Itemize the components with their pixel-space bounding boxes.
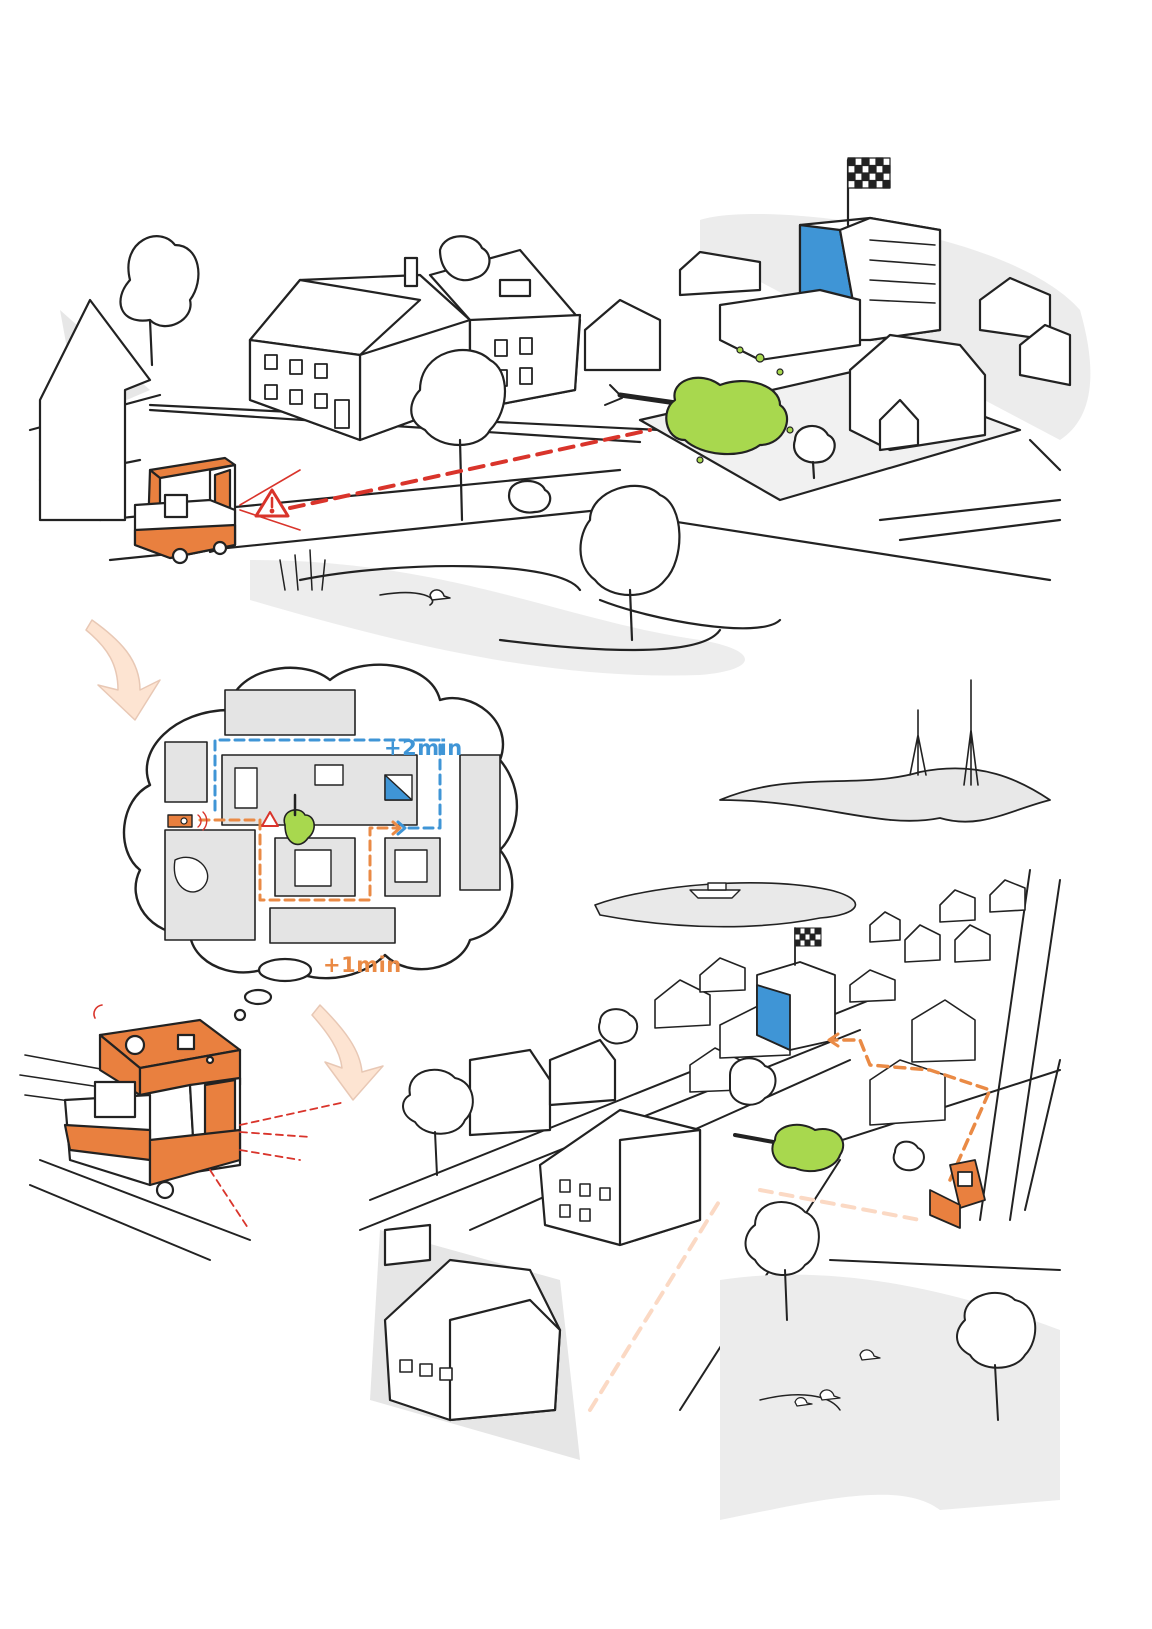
radio-tower-icon bbox=[909, 679, 979, 786]
bottom-scene bbox=[359, 679, 1061, 1520]
top-scene bbox=[28, 157, 1091, 676]
orange-route-bottom bbox=[828, 1038, 992, 1182]
fallen-tree-icon bbox=[604, 346, 794, 464]
mini-robot-icon bbox=[167, 811, 208, 831]
delivery-robot-icon bbox=[63, 1004, 242, 1200]
bottom-trees bbox=[402, 1008, 1037, 1421]
orange-detour-route bbox=[198, 818, 402, 902]
delivery-robot-icon bbox=[133, 456, 237, 565]
flow-arrow-icon bbox=[85, 619, 384, 1101]
route-cost-label-blue: +2min bbox=[384, 736, 463, 760]
blocked-route-line bbox=[288, 428, 652, 510]
right-houses bbox=[583, 250, 1072, 452]
duck-icon bbox=[794, 1349, 881, 1407]
boat-icon bbox=[689, 882, 741, 899]
finish-building-bottom bbox=[756, 927, 836, 1051]
checkered-flag-icon bbox=[847, 157, 891, 189]
distant-houses bbox=[654, 879, 1026, 1126]
warning-triangle-icon bbox=[254, 488, 290, 518]
robot-closeup bbox=[19, 1004, 346, 1261]
delivery-robot-icon bbox=[929, 1159, 986, 1229]
sensor-rays bbox=[209, 1101, 346, 1229]
checkered-flag-icon bbox=[794, 927, 822, 947]
top-trees bbox=[119, 235, 836, 642]
thought-bubble-icon bbox=[122, 663, 519, 1022]
front-houses bbox=[383, 1038, 702, 1422]
blue-detour-route bbox=[213, 738, 442, 830]
route-cost-label-orange: +1min bbox=[323, 953, 402, 977]
fallen-tree-icon bbox=[733, 1123, 845, 1173]
